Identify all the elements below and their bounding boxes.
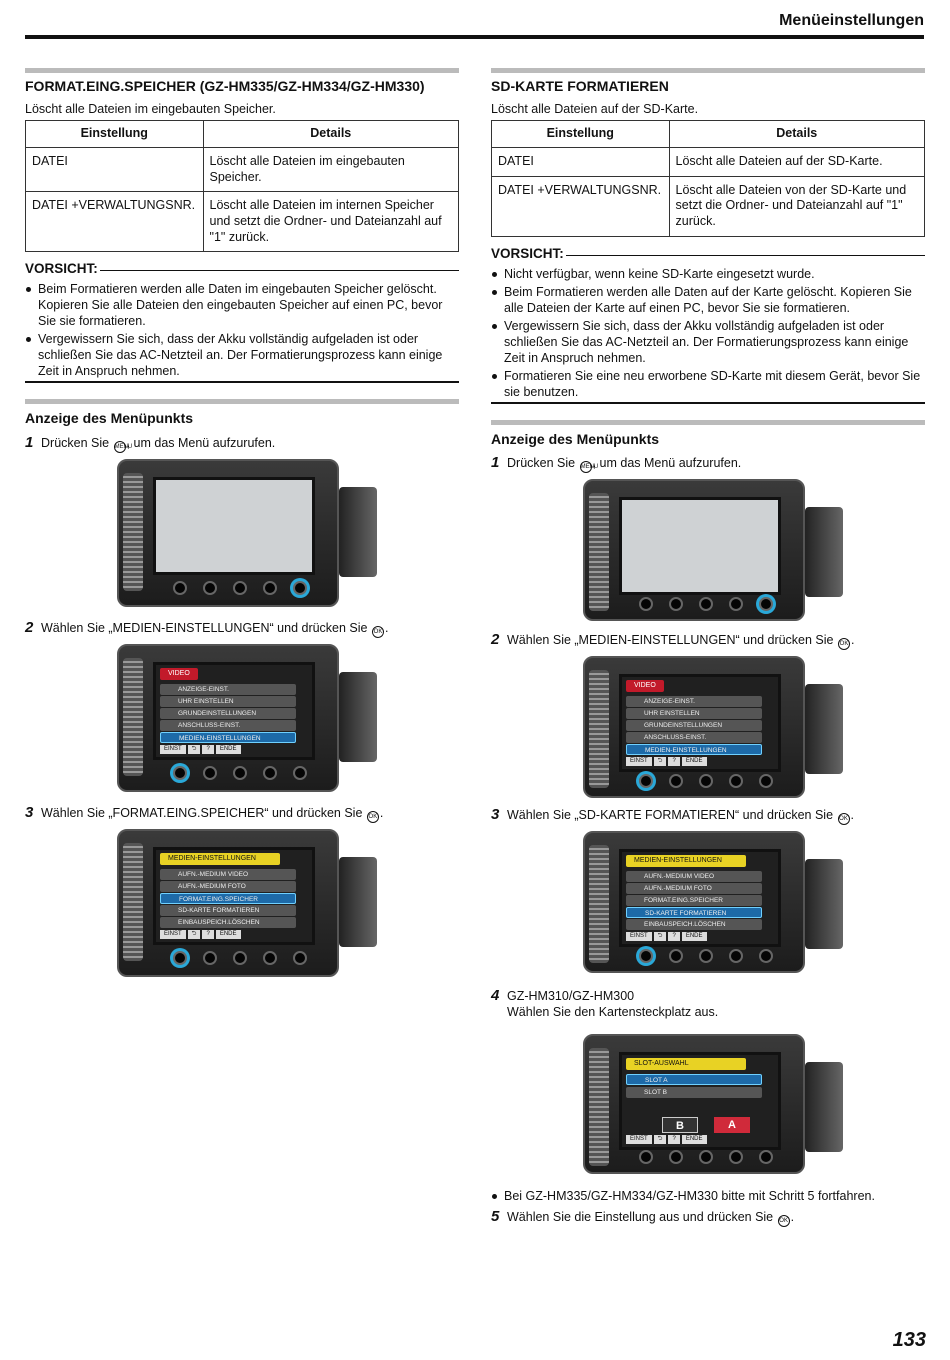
camera-menu-screen: MEDIEN-EINSTELLUNGEN AUFN.-MEDIUM VIDEO … bbox=[153, 846, 315, 945]
subsection-title: Anzeige des Menüpunkts bbox=[491, 430, 660, 447]
subsection-title: Anzeige des Menüpunkts bbox=[25, 410, 194, 427]
list-item: Beim Formatieren werden alle Daten im ei… bbox=[25, 281, 459, 329]
page-number: 133 bbox=[892, 1329, 926, 1351]
table-header: Einstellung bbox=[25, 120, 204, 149]
ok-button-icon: OK bbox=[837, 813, 850, 825]
table-cell: Löscht alle Dateien von der SD-Karte und… bbox=[668, 175, 926, 237]
list-item: Vergewissern Sie sich, dass der Akku vol… bbox=[491, 318, 925, 366]
ok-button-icon: OK bbox=[366, 810, 379, 823]
right-column: SD-KARTE FORMATIEREN Löscht alle Dateien… bbox=[491, 68, 926, 1228]
table-cell: DATEI bbox=[25, 147, 204, 193]
caution-list: Nicht verfügbar, wenn keine SD-Karte ein… bbox=[491, 266, 925, 400]
header-rule bbox=[25, 35, 924, 39]
camera-menu-screen: VIDEO ANZEIGE-EINST. UHR EINSTELLEN GRUN… bbox=[619, 674, 781, 772]
section-description: Löscht alle Dateien auf der SD-Karte. bbox=[491, 101, 699, 116]
camera-illustration: VIDEO ANZEIGE-EINST. UHR EINSTELLEN GRUN… bbox=[117, 643, 379, 792]
section-title: FORMAT.EING.SPEICHER (GZ-HM335/GZ-HM334/… bbox=[25, 78, 425, 94]
slot-b-icon: B bbox=[662, 1117, 698, 1134]
section-description: Löscht alle Dateien im eingebauten Speic… bbox=[25, 101, 276, 116]
caution-label: VORSICHT: bbox=[25, 261, 98, 277]
table-header: Details bbox=[668, 120, 926, 149]
camera-menu-screen: MEDIEN-EINSTELLUNGEN AUFN.-MEDIUM VIDEO … bbox=[619, 849, 781, 947]
table-cell: Löscht alle Dateien im eingebauten Speic… bbox=[202, 147, 460, 193]
list-item: Bei GZ-HM335/GZ-HM334/GZ-HM330 bitte mit… bbox=[491, 1188, 925, 1204]
left-column: FORMAT.EING.SPEICHER (GZ-HM335/GZ-HM334/… bbox=[25, 68, 460, 977]
caution-list: Beim Formatieren werden alle Daten im ei… bbox=[25, 281, 459, 379]
section-bar bbox=[491, 68, 925, 73]
section-bar bbox=[25, 399, 459, 405]
camera-illustration bbox=[117, 458, 379, 607]
list-item: Formatieren Sie eine neu erworbene SD-Ka… bbox=[491, 368, 925, 400]
camera-buttons bbox=[173, 580, 307, 595]
camera-menu-screen: VIDEO ANZEIGE-EINST. UHR EINSTELLEN GRUN… bbox=[153, 661, 315, 760]
camera-illustration: MEDIEN-EINSTELLUNGEN AUFN.-MEDIUM VIDEO … bbox=[583, 831, 845, 973]
menu-button-icon: MENU bbox=[579, 461, 598, 473]
camera-illustration bbox=[583, 479, 845, 621]
step-5: 5 Wählen Sie die Einstellung aus und drü… bbox=[491, 1208, 795, 1228]
camera-screen bbox=[619, 497, 781, 595]
menu-button-icon: MENU bbox=[113, 440, 132, 453]
step-2: 2 Wählen Sie „MEDIEN-EINSTELLUNGEN“ und … bbox=[491, 631, 855, 650]
list-item: Nicht verfügbar, wenn keine SD-Karte ein… bbox=[491, 266, 925, 282]
step-text: Wählen Sie den Kartensteckplatz aus. bbox=[507, 1004, 719, 1019]
camera-illustration: VIDEO ANZEIGE-EINST. UHR EINSTELLEN GRUN… bbox=[583, 656, 845, 798]
divider bbox=[491, 401, 925, 404]
section-title: SD-KARTE FORMATIEREN bbox=[491, 78, 669, 94]
caution-label: VORSICHT: bbox=[491, 245, 564, 261]
table-cell: DATEI bbox=[491, 147, 670, 177]
step-1: 1 Drücken Sie MENU, um das Menü aufzuruf… bbox=[25, 433, 276, 453]
step-1: 1 Drücken Sie MENU, um das Menü aufzuruf… bbox=[491, 454, 742, 473]
step-text: Drücken Sie MENU, um das Menü aufzurufen… bbox=[41, 436, 275, 453]
step-3: 3 Wählen Sie „FORMAT.EING.SPEICHER“ und … bbox=[25, 803, 384, 823]
ok-button-icon: OK bbox=[777, 1215, 790, 1228]
step-3: 3 Wählen Sie „SD-KARTE FORMATIEREN“ und … bbox=[491, 806, 854, 825]
table-header: Einstellung bbox=[491, 120, 670, 149]
list-item: Vergewissern Sie sich, dass der Akku vol… bbox=[25, 331, 459, 379]
ok-button-icon: OK bbox=[838, 638, 850, 650]
table-cell: Löscht alle Dateien auf der SD-Karte. bbox=[668, 147, 926, 177]
slot-a-icon: A bbox=[714, 1117, 750, 1134]
section-bar bbox=[25, 68, 459, 73]
section-bar bbox=[491, 419, 925, 425]
ok-button-icon: OK bbox=[372, 625, 384, 638]
table-cell: DATEI +VERWALTUNGSNR. bbox=[491, 175, 670, 237]
table-cell: DATEI +VERWALTUNGSNR. bbox=[25, 191, 204, 253]
camera-screen bbox=[153, 476, 315, 575]
caution-heading: VORSICHT: bbox=[491, 246, 925, 263]
camera-illustration: MEDIEN-EINSTELLUNGEN AUFN.-MEDIUM VIDEO … bbox=[117, 828, 379, 977]
note-list: Bei GZ-HM335/GZ-HM334/GZ-HM330 bitte mit… bbox=[491, 1188, 925, 1204]
camera-illustration: SLOT-AUSWAHL SLOT A SLOT B B A EINST⮌?EN… bbox=[583, 1034, 845, 1175]
step-2: 2 Wählen Sie „MEDIEN-EINSTELLUNGEN“ und … bbox=[25, 618, 389, 638]
divider bbox=[25, 381, 459, 384]
step-model: GZ-HM310/GZ-HM300 bbox=[507, 989, 635, 1003]
list-item: Beim Formatieren werden alle Daten auf d… bbox=[491, 284, 925, 316]
page-header-title: Menüeinstellungen bbox=[779, 12, 924, 29]
table-cell: Löscht alle Dateien im internen Speicher… bbox=[202, 191, 460, 253]
table-header: Details bbox=[202, 120, 460, 149]
camera-menu-screen: SLOT-AUSWAHL SLOT A SLOT B B A EINST⮌?EN… bbox=[619, 1052, 781, 1151]
caution-heading: VORSICHT: bbox=[25, 261, 459, 278]
